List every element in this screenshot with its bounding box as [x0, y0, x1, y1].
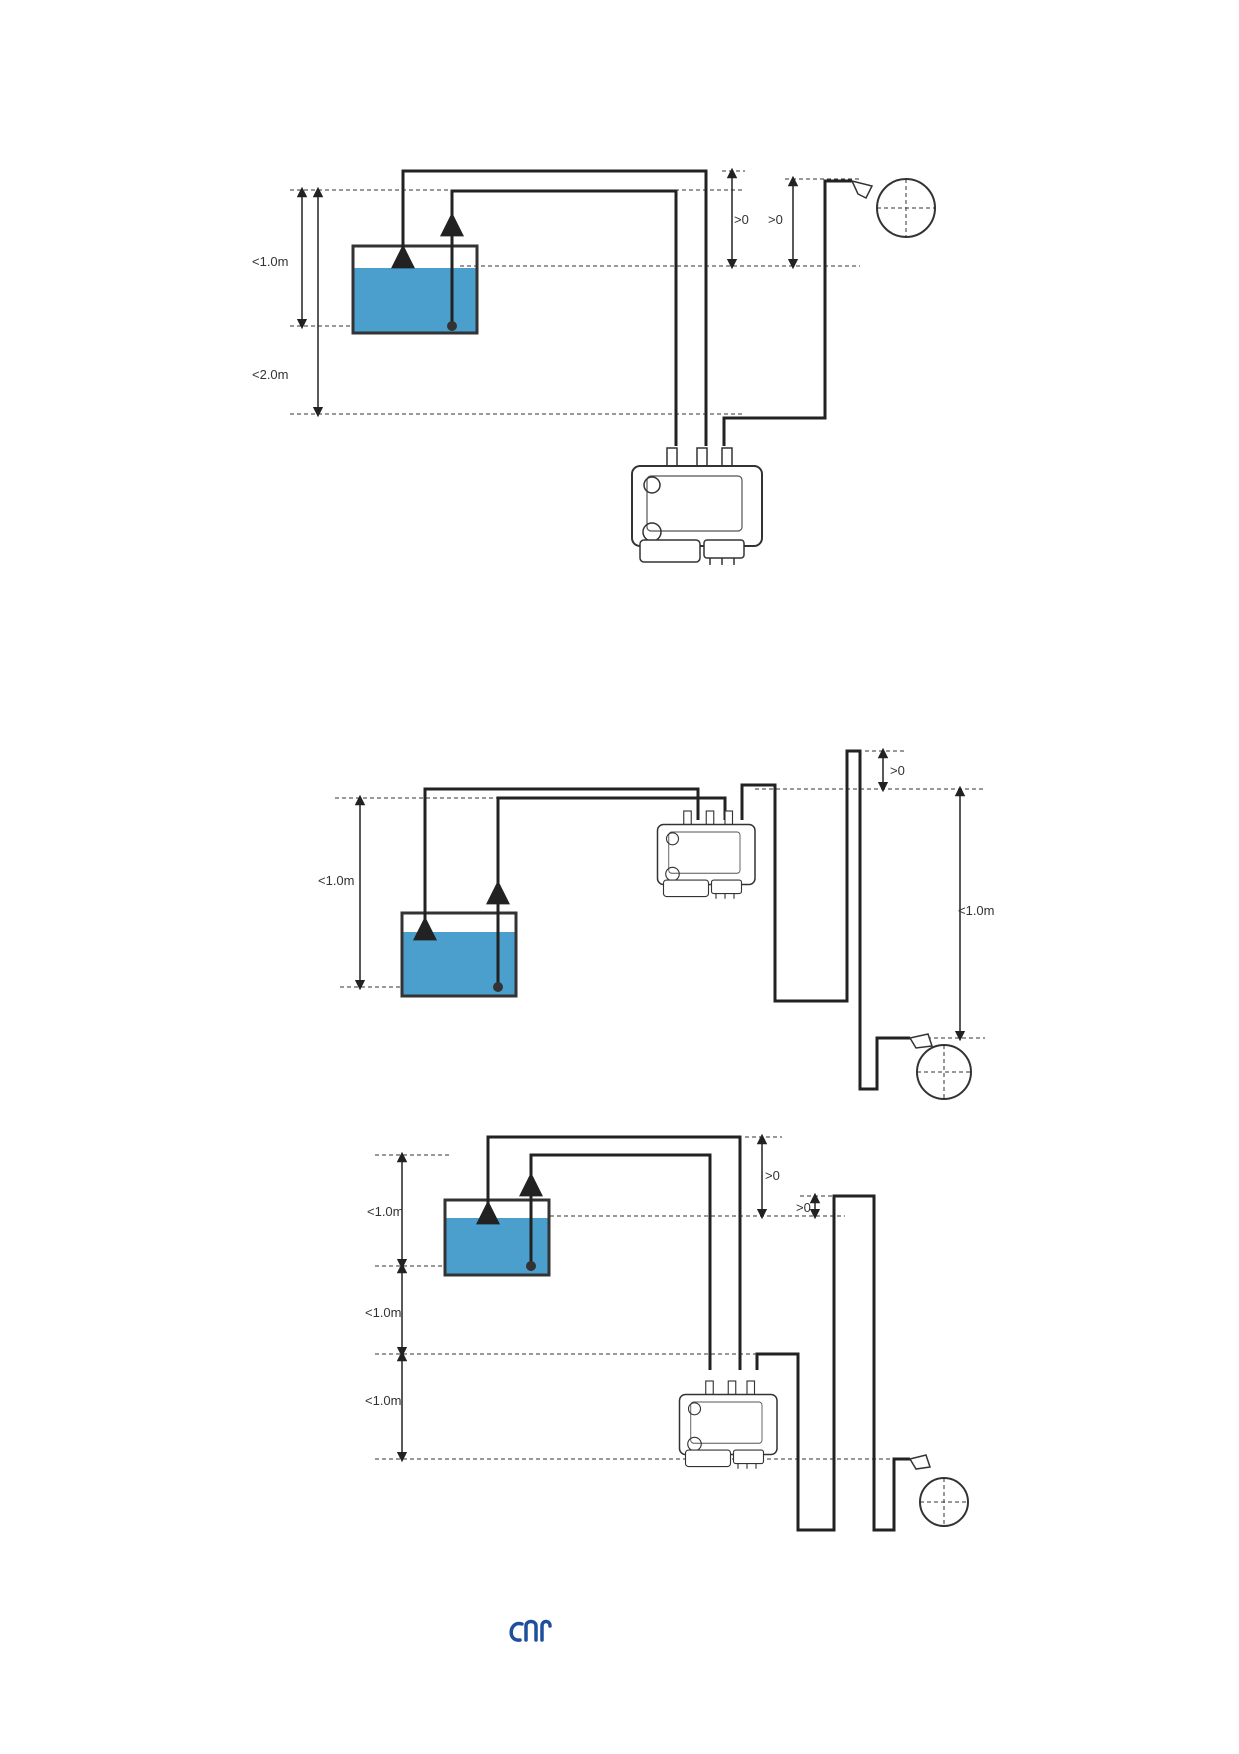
water-fill	[353, 268, 477, 333]
label-pipe-rise: >0	[734, 212, 749, 227]
label-tank-to-top: <1.0m	[252, 254, 289, 269]
shower-head	[850, 178, 936, 238]
label-tap-drop: <1.0m	[958, 903, 995, 918]
tank-outline	[351, 244, 479, 335]
diagram-1: <1.0m <2.0m >0 >0	[252, 167, 936, 565]
return-pipe	[413, 787, 700, 941]
pipe-inlet-dot	[447, 321, 457, 331]
diagram-3: <1.0m <1.0m <1.0m >0 >0	[365, 1133, 969, 1532]
return-pipe	[391, 169, 708, 446]
label-tank-height: <1.0m	[367, 1204, 404, 1219]
diagram-2: <1.0m >0 <1.0m	[318, 747, 995, 1100]
shower-head	[908, 1454, 969, 1527]
label-riser-top: >0	[890, 763, 905, 778]
heater-unit	[678, 1380, 778, 1469]
label-mid-drop: <1.0m	[365, 1305, 402, 1320]
label-tank-to-bottom: <2.0m	[252, 367, 289, 382]
tap-pipe	[722, 179, 852, 446]
label-heater-drop: <1.0m	[365, 1393, 402, 1408]
tap-pipe	[740, 749, 910, 1091]
return-pipe	[476, 1135, 742, 1370]
label-tank-height: <1.0m	[318, 873, 355, 888]
tap-pipe	[755, 1194, 910, 1532]
supply-pipe	[529, 1153, 712, 1370]
water-tank	[351, 244, 479, 335]
shower-head	[908, 1033, 972, 1100]
company-logo-icon	[509, 1619, 552, 1642]
heater-unit	[656, 810, 756, 899]
label-riser-top: >0	[796, 1200, 811, 1215]
heater-unit	[631, 447, 763, 565]
label-tap-rise: >0	[768, 212, 783, 227]
supply-pipe	[450, 189, 678, 446]
label-pipe-rise: >0	[765, 1168, 780, 1183]
